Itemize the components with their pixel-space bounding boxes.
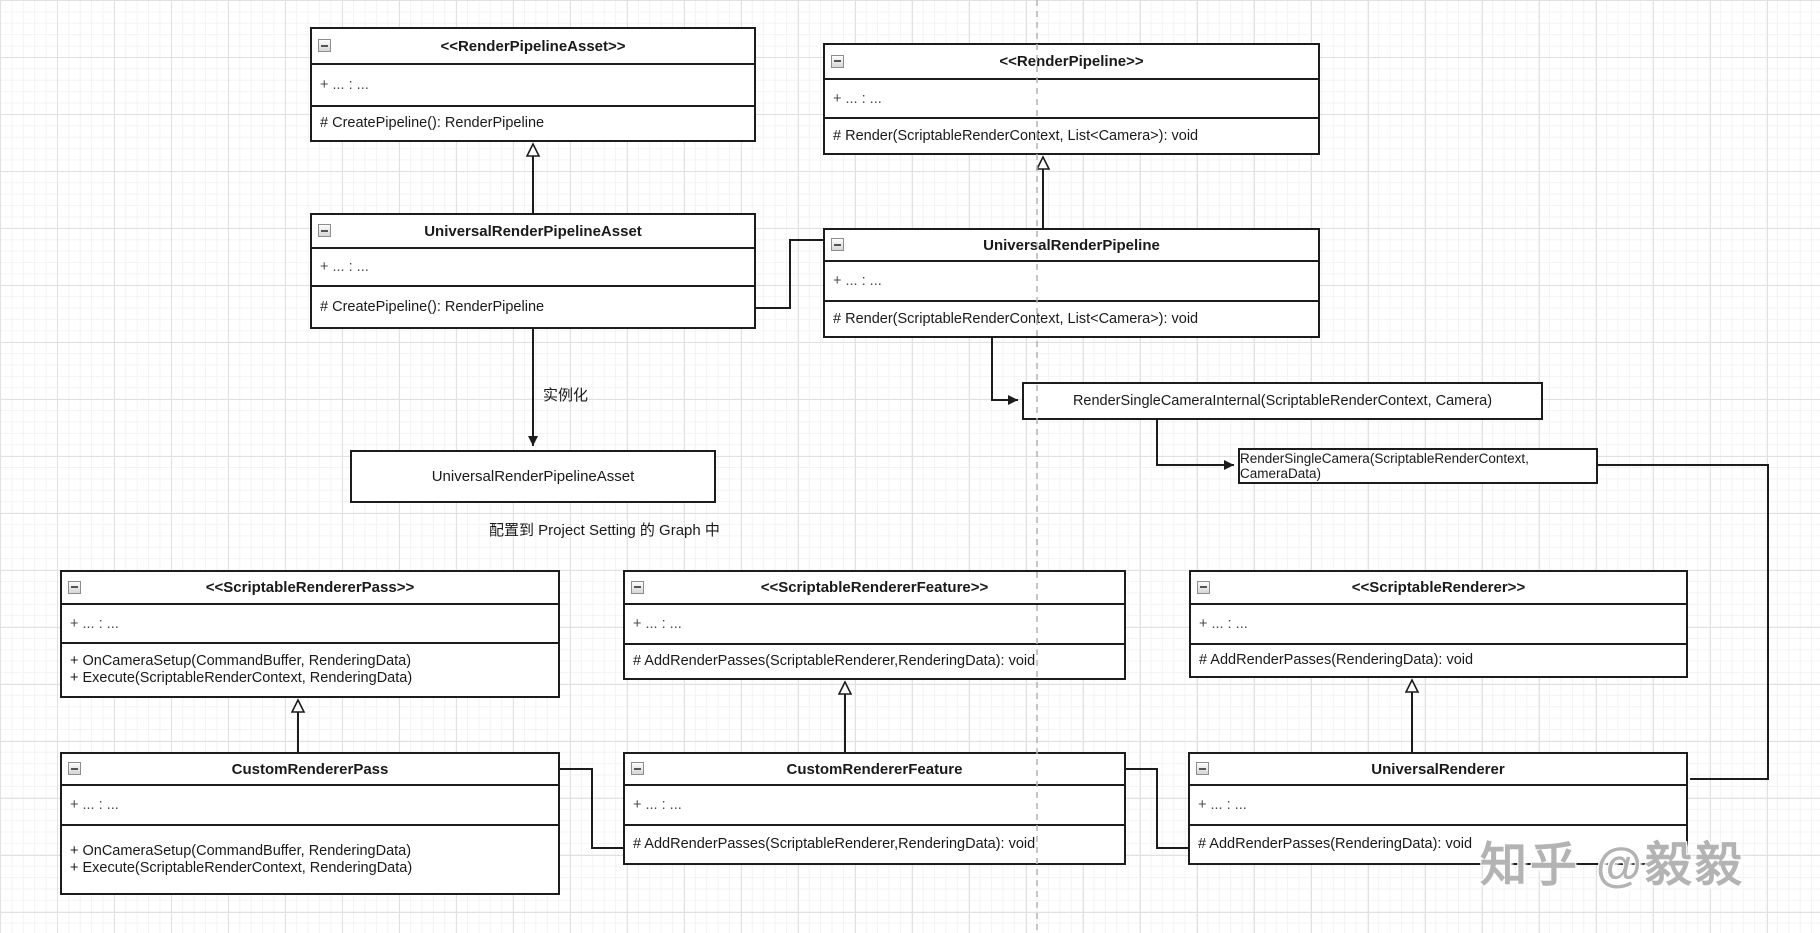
class-attributes: + ... : ... [625, 605, 1124, 645]
class-methods: # AddRenderPasses(ScriptableRenderer,Ren… [625, 826, 1124, 863]
class-attributes: + ... : ... [825, 262, 1318, 302]
minus-glyph [71, 586, 78, 588]
class-title-row: UniversalRenderPipelineAsset [312, 215, 754, 249]
class-attributes: + ... : ... [1190, 786, 1686, 826]
minus-glyph [321, 44, 328, 47]
collapse-icon[interactable] [831, 54, 844, 68]
method-line: + OnCameraSetup(CommandBuffer, Rendering… [70, 653, 412, 669]
edge-custom-pass-to-custom-feature[interactable] [560, 768, 625, 849]
edge-custom-feature-to-universal-renderer[interactable] [1126, 768, 1190, 849]
class-title: UniversalRenderPipeline [983, 236, 1160, 254]
minus-glyph [321, 229, 328, 232]
class-methods: # CreatePipeline(): RenderPipeline [312, 107, 754, 140]
minus-glyph [834, 243, 841, 246]
method-line: # Render(ScriptableRenderContext, List<C… [833, 310, 1199, 327]
class-methods: # Render(ScriptableRenderContext, List<C… [825, 119, 1318, 153]
class-methods: # CreatePipeline(): RenderPipeline [312, 287, 754, 327]
class-title: UniversalRenderPipelineAsset [424, 222, 642, 240]
method-line: # AddRenderPasses(RenderingData): void [1198, 836, 1473, 852]
class-universal-render-pipeline-asset[interactable]: UniversalRenderPipelineAsset + ... : ...… [310, 213, 756, 329]
minus-glyph [634, 767, 641, 770]
class-scriptable-renderer-feature[interactable]: <<ScriptableRendererFeature>> + ... : ..… [623, 570, 1126, 680]
collapse-icon[interactable] [631, 762, 644, 775]
method-line: # CreatePipeline(): RenderPipeline [320, 115, 545, 131]
class-title-row: <<ScriptableRenderer>> [1191, 572, 1686, 605]
note-configure-graph[interactable]: 配置到 Project Setting 的 Graph 中 [489, 522, 720, 539]
class-custom-renderer-feature[interactable]: CustomRendererFeature + ... : ... # AddR… [623, 752, 1126, 865]
class-methods: + OnCameraSetup(CommandBuffer, Rendering… [62, 826, 558, 893]
method-line: # AddRenderPasses(ScriptableRenderer,Ren… [633, 836, 1036, 852]
class-methods: # Render(ScriptableRenderContext, List<C… [825, 302, 1318, 336]
node-label: UniversalRenderPipelineAsset [431, 468, 635, 485]
node-label: RenderSingleCameraInternal(ScriptableRen… [1072, 393, 1493, 409]
class-render-pipeline-asset[interactable]: <<RenderPipelineAsset>> + ... : ... # Cr… [310, 27, 756, 142]
method-line: # AddRenderPasses(ScriptableRenderer,Ren… [633, 653, 1036, 669]
minus-glyph [1199, 767, 1206, 770]
edge-label-instantiate[interactable]: 实例化 [543, 387, 589, 404]
class-methods: # AddRenderPasses(RenderingData): void [1190, 826, 1686, 863]
class-render-pipeline[interactable]: <<RenderPipeline>> + ... : ... # Render(… [823, 43, 1320, 155]
class-title: <<RenderPipeline>> [999, 53, 1144, 70]
class-attributes: + ... : ... [62, 786, 558, 826]
class-methods: # AddRenderPasses(ScriptableRenderer,Ren… [625, 645, 1124, 678]
watermark: 知乎 @毅毅 [1480, 838, 1745, 891]
node-render-single-camera-internal[interactable]: RenderSingleCameraInternal(ScriptableRen… [1022, 382, 1543, 420]
edge-urp-to-render-single-camera-internal[interactable] [991, 338, 1018, 405]
collapse-icon[interactable] [631, 580, 644, 594]
class-custom-renderer-pass[interactable]: CustomRendererPass + ... : ... + OnCamer… [60, 752, 560, 895]
node-render-single-camera[interactable]: RenderSingleCamera(ScriptableRenderConte… [1238, 448, 1598, 484]
class-title: CustomRendererPass [231, 760, 389, 778]
class-title-row: <<ScriptableRendererFeature>> [625, 572, 1124, 605]
method-line: + Execute(ScriptableRenderContext, Rende… [70, 670, 413, 686]
class-attributes: + ... : ... [312, 249, 754, 287]
minus-glyph [634, 586, 641, 588]
collapse-icon[interactable] [1197, 580, 1210, 594]
class-attributes: + ... : ... [62, 605, 558, 644]
class-title: UniversalRenderer [1371, 760, 1505, 778]
edge-association-urpasset-to-urp[interactable] [756, 239, 823, 309]
class-scriptable-renderer[interactable]: <<ScriptableRenderer>> + ... : ... # Add… [1189, 570, 1688, 678]
class-universal-render-pipeline[interactable]: UniversalRenderPipeline + ... : ... # Re… [823, 228, 1320, 338]
class-title: <<ScriptableRendererFeature>> [760, 579, 989, 596]
class-title-row: UniversalRenderer [1190, 754, 1686, 786]
class-scriptable-renderer-pass[interactable]: <<ScriptableRendererPass>> + ... : ... +… [60, 570, 560, 698]
class-title-row: CustomRendererFeature [625, 754, 1124, 786]
method-line: + OnCameraSetup(CommandBuffer, Rendering… [70, 842, 412, 859]
minus-glyph [71, 767, 78, 770]
class-title-row: CustomRendererPass [62, 754, 558, 786]
class-methods: # AddRenderPasses(RenderingData): void [1191, 645, 1686, 676]
minus-glyph [1200, 586, 1207, 588]
method-line: # CreatePipeline(): RenderPipeline [320, 298, 545, 315]
class-title-row: UniversalRenderPipeline [825, 230, 1318, 262]
edge-internal-to-render-single-camera[interactable] [1156, 420, 1234, 470]
class-title: <<RenderPipelineAsset>> [440, 37, 626, 55]
collapse-icon[interactable] [1196, 762, 1209, 775]
class-attributes: + ... : ... [825, 80, 1318, 119]
class-title: <<ScriptableRendererPass>> [205, 579, 415, 596]
class-title-row: <<RenderPipeline>> [825, 45, 1318, 80]
collapse-icon[interactable] [318, 224, 331, 237]
class-title-row: <<RenderPipelineAsset>> [312, 29, 754, 65]
class-title: CustomRendererFeature [786, 760, 963, 778]
class-attributes: + ... : ... [1191, 605, 1686, 645]
class-attributes: + ... : ... [625, 786, 1124, 826]
class-methods: + OnCameraSetup(CommandBuffer, Rendering… [62, 644, 558, 696]
minus-glyph [834, 60, 841, 62]
class-title: <<ScriptableRenderer>> [1351, 579, 1526, 596]
class-attributes: + ... : ... [312, 65, 754, 107]
node-urp-asset-instance[interactable]: UniversalRenderPipelineAsset [350, 450, 716, 503]
collapse-icon[interactable] [68, 762, 81, 775]
method-line: + Execute(ScriptableRenderContext, Rende… [70, 859, 413, 876]
class-title-row: <<ScriptableRendererPass>> [62, 572, 558, 605]
method-line: # AddRenderPasses(RenderingData): void [1199, 652, 1474, 668]
collapse-icon[interactable] [68, 580, 81, 594]
collapse-icon[interactable] [318, 39, 331, 52]
collapse-icon[interactable] [831, 238, 844, 251]
node-label: RenderSingleCamera(ScriptableRenderConte… [1240, 451, 1529, 481]
method-line: # Render(ScriptableRenderContext, List<C… [833, 127, 1199, 144]
